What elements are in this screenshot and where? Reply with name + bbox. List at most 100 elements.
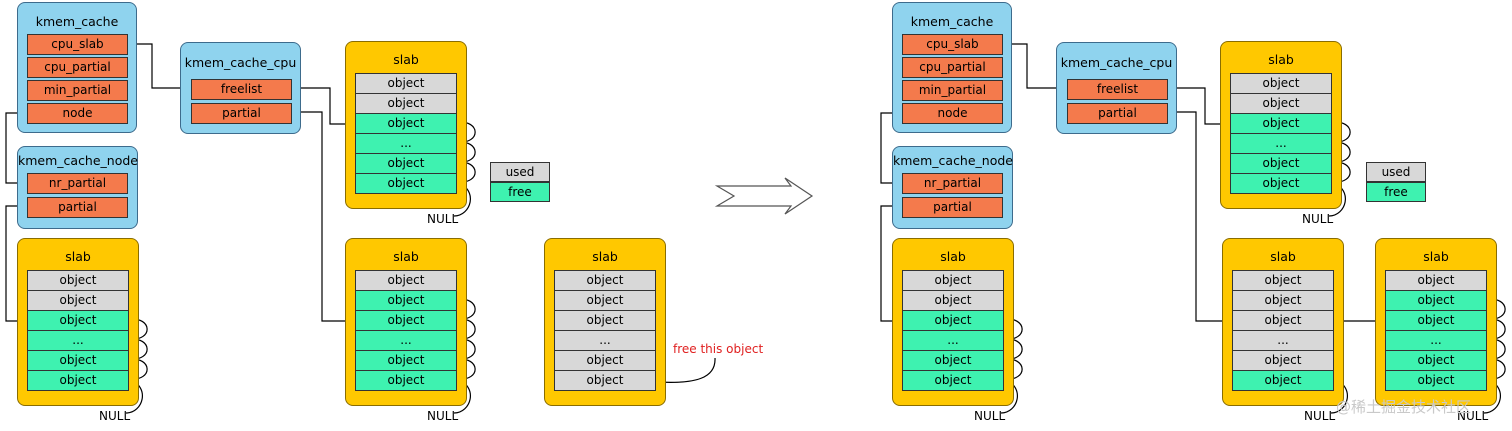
box-title: kmem_cache_node — [18, 153, 138, 168]
box-title: slab — [1268, 52, 1294, 67]
field-min-partial: min_partial — [27, 80, 128, 101]
slab-object: object — [1230, 73, 1332, 94]
null-label: NULL — [427, 409, 459, 423]
slab-object: ... — [27, 330, 129, 351]
field-node: node — [27, 103, 128, 124]
legend-free: free — [1366, 182, 1426, 202]
slab-object: object — [1230, 93, 1332, 114]
slab-object: object — [355, 93, 457, 114]
slab-object: ... — [1232, 330, 1334, 351]
box-title: slab — [393, 52, 419, 67]
node-partial-link — [880, 205, 903, 325]
null-label: NULL — [1302, 212, 1334, 226]
slab-object: object — [1230, 173, 1332, 194]
null-label: NULL — [974, 409, 1006, 423]
freelist-link — [1167, 87, 1231, 128]
cpu-partial-link — [292, 111, 356, 325]
kmem-cache-cpu-box: kmem_cache_cpu freelist partial — [180, 42, 301, 134]
node-link — [5, 112, 28, 187]
slab-object: object — [1232, 290, 1334, 311]
node-partial-link — [5, 205, 28, 325]
field-partial: partial — [27, 197, 128, 218]
null-label: NULL — [99, 409, 131, 423]
field-freelist: freelist — [1067, 79, 1168, 100]
field-partial: partial — [1067, 103, 1168, 124]
field-freelist: freelist — [191, 79, 292, 100]
annotation-free-this-object: free this object — [673, 342, 764, 356]
slab-object: object — [902, 370, 1004, 391]
watermark: @稀土掘金技术社区 — [1336, 398, 1472, 416]
slab-object: ... — [1385, 330, 1487, 351]
cpu-partial-link — [1167, 111, 1233, 325]
cpu-slab-link — [128, 43, 191, 92]
slab-object: object — [1232, 350, 1334, 371]
legend-used: used — [1366, 162, 1426, 182]
slab-object: object — [355, 113, 457, 134]
annotation-arrow — [657, 357, 716, 386]
slab-object: object — [27, 370, 129, 391]
field-cpu-slab: cpu_slab — [27, 34, 128, 55]
slab-object: object — [27, 270, 129, 291]
slab-object: object — [27, 290, 129, 311]
field-partial: partial — [191, 103, 292, 124]
slab-object: object — [1232, 270, 1334, 291]
box-title: slab — [592, 249, 618, 264]
node-link — [880, 112, 903, 187]
slab-object: object — [355, 290, 457, 311]
box-title: slab — [65, 249, 91, 264]
box-title: slab — [940, 249, 966, 264]
box-title: kmem_cache — [35, 14, 119, 29]
kmem-cache-cpu-box: kmem_cache_cpu freelist partial — [1056, 42, 1177, 134]
field-nr-partial: nr_partial — [27, 173, 128, 194]
slab-object: object — [1385, 370, 1487, 391]
slab-object: object — [1232, 310, 1334, 331]
field-cpu-slab: cpu_slab — [902, 34, 1003, 55]
slab-object: object — [1385, 350, 1487, 371]
field-cpu-partial: cpu_partial — [27, 57, 128, 78]
slab-object: ... — [355, 330, 457, 351]
null-label: NULL — [1457, 409, 1489, 423]
slab-object: object — [554, 270, 656, 291]
slab-object: object — [1232, 370, 1334, 391]
box-title: kmem_cache_cpu — [184, 55, 297, 70]
freelist-link — [292, 87, 356, 128]
box-title: slab — [1270, 249, 1296, 264]
field-min-partial: min_partial — [902, 80, 1003, 101]
box-title: kmem_cache_node — [893, 153, 1013, 168]
slab-object: object — [27, 310, 129, 331]
slab-object: object — [1230, 153, 1332, 174]
slab-object: object — [1385, 270, 1487, 291]
slab-object: object — [902, 310, 1004, 331]
field-nr-partial: nr_partial — [902, 173, 1003, 194]
slab-object: object — [355, 370, 457, 391]
slab-object: ... — [1230, 133, 1332, 154]
slab-object: object — [554, 310, 656, 331]
slab-object: object — [355, 310, 457, 331]
slab-object: object — [355, 270, 457, 291]
box-title: kmem_cache_cpu — [1060, 55, 1173, 70]
null-label: NULL — [427, 212, 459, 226]
slab-object: ... — [355, 133, 457, 154]
slab-object: object — [1385, 310, 1487, 331]
field-cpu-partial: cpu_partial — [902, 57, 1003, 78]
transition-arrow-icon — [714, 177, 814, 215]
slab-object: object — [554, 370, 656, 391]
legend-free: free — [490, 182, 550, 202]
null-label: NULL — [1304, 409, 1336, 423]
slab-object: ... — [902, 330, 1004, 351]
box-title: kmem_cache — [910, 14, 994, 29]
slab-object: object — [355, 153, 457, 174]
slab-object: object — [902, 270, 1004, 291]
slab-object: object — [1230, 113, 1332, 134]
slab-object: object — [27, 350, 129, 371]
